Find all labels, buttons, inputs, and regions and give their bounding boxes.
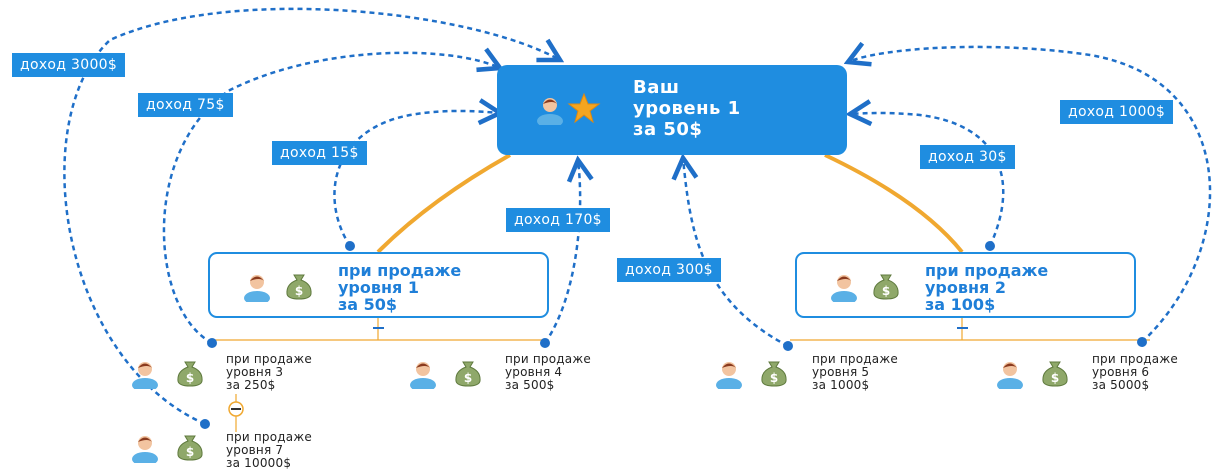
mid-node-level-2[interactable]: $ при продаже уровня 2 за 100$ (795, 252, 1136, 318)
svg-text:$: $ (186, 445, 194, 459)
person-icon (410, 362, 436, 389)
income-label-3000: доход 3000$ (12, 53, 126, 77)
income-label-1000: доход 1000$ (1060, 100, 1174, 124)
arrow-mid1-root (333, 111, 500, 247)
leaf-node-label: при продаже уровня 3 за 250$ (226, 352, 312, 392)
leaf-node-label: при продаже уровня 7 за 10000$ (226, 430, 312, 470)
person-icon (132, 436, 158, 463)
money-bag-icon: $ (873, 274, 899, 300)
income-label-300: доход 300$ (617, 258, 721, 282)
svg-text:$: $ (882, 284, 890, 298)
root-node[interactable]: Ваш уровень 1 за 50$ (497, 65, 847, 155)
collapse-markers (228, 327, 968, 417)
money-bag-icon: $ (455, 361, 481, 387)
svg-text:$: $ (770, 371, 778, 385)
leaf-node-label: при продаже уровня 4 за 500$ (505, 352, 591, 392)
money-bag-icon: $ (177, 361, 203, 387)
leaf-node-label: при продаже уровня 5 за 1000$ (812, 352, 898, 392)
person-icon (831, 275, 857, 302)
person-icon (537, 98, 563, 125)
connector-root-mid2 (824, 153, 964, 254)
arrow-leaf5-root (683, 158, 789, 348)
person-icon (244, 275, 270, 302)
person-icon (997, 362, 1023, 389)
income-label-170: доход 170$ (506, 208, 610, 232)
mid-node-label: при продаже уровня 1 за 50$ (338, 261, 462, 314)
arrow-mid2-root (850, 113, 1005, 247)
arrow-leaf4-root (543, 160, 580, 344)
income-label-75: доход 75$ (138, 93, 233, 117)
money-bag-icon: $ (1042, 361, 1068, 387)
person-icon (132, 362, 158, 389)
income-label-15: доход 15$ (272, 141, 367, 165)
person-icon (716, 362, 742, 389)
arrow-leaf7-root (63, 7, 560, 426)
svg-text:$: $ (464, 371, 472, 385)
arrow-endpoints (200, 241, 1147, 429)
root-label: Ваш уровень 1 за 50$ (633, 77, 741, 140)
leaf-node-label: при продаже уровня 6 за 5000$ (1092, 352, 1178, 392)
income-label-30: доход 30$ (920, 145, 1015, 169)
connector-root-mid1 (376, 153, 511, 254)
svg-text:$: $ (186, 371, 194, 385)
svg-text:$: $ (295, 284, 303, 298)
mid-node-level-1[interactable]: $ при продаже уровня 1 за 50$ (208, 252, 549, 318)
svg-text:$: $ (1051, 371, 1059, 385)
money-bag-icon: $ (177, 435, 203, 461)
arrow-leaf3-root (162, 53, 500, 345)
money-bag-icon: $ (761, 361, 787, 387)
connector-mid2-children (790, 318, 1150, 341)
mid-node-label: при продаже уровня 2 за 100$ (925, 261, 1049, 314)
money-bag-icon: $ (286, 274, 312, 300)
star-icon (567, 93, 601, 123)
